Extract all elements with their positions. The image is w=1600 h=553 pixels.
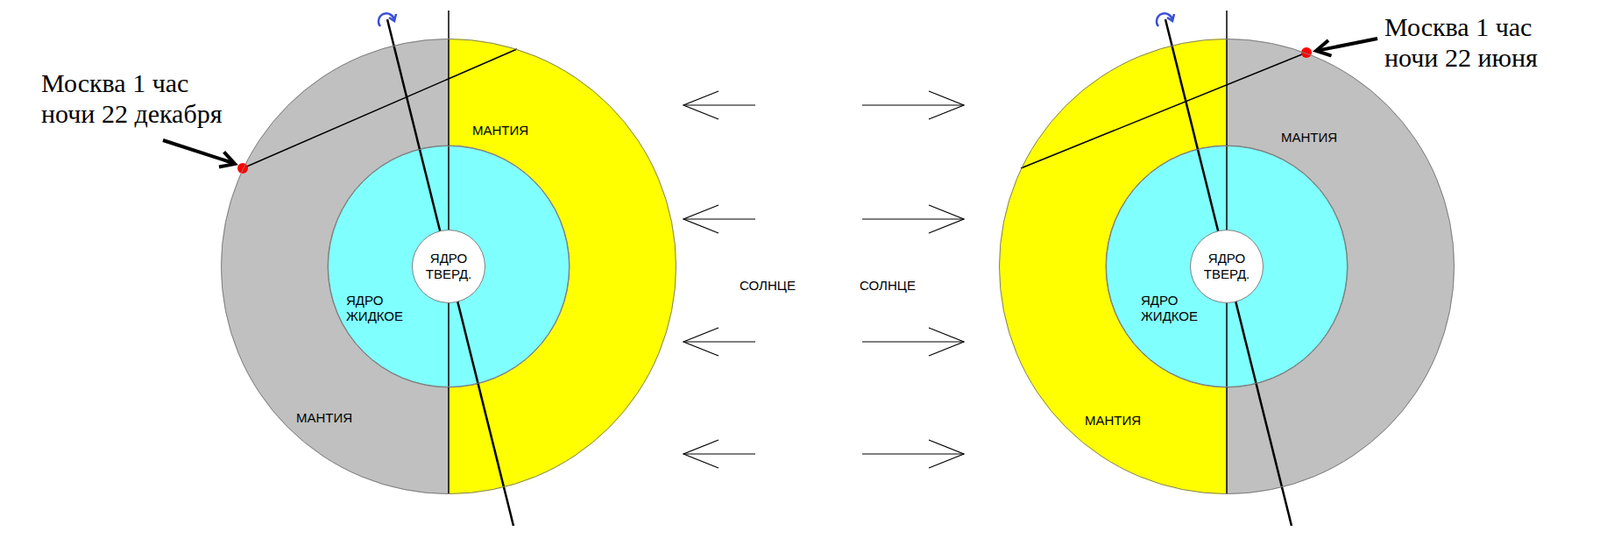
rotation-arrow-head	[389, 14, 397, 22]
rotation-axis	[387, 19, 514, 526]
ray	[683, 453, 756, 454]
latitude-chord	[242, 49, 517, 169]
ray	[683, 218, 756, 220]
solid-core-circle-shape	[412, 230, 486, 304]
ray-head	[928, 327, 964, 356]
rotation-arrow-head	[1167, 14, 1175, 22]
layer-name: МАНТИЯ	[472, 122, 529, 139]
moscow-dot	[1301, 47, 1312, 58]
callout-arrow-head	[219, 151, 235, 167]
ray-head	[683, 327, 719, 356]
layer-name: ЯДРО ТВЕРД.	[1193, 250, 1261, 283]
sun-label: СОЛНЦЕ	[739, 277, 796, 294]
mantle-circle-shape	[999, 39, 1455, 495]
ray-head	[683, 205, 719, 234]
callout-arrow	[162, 140, 234, 163]
layer-name: МАНТИЯ	[1084, 412, 1141, 429]
callout-arrow-head	[1316, 40, 1332, 57]
ray	[862, 340, 964, 342]
ray	[862, 104, 964, 106]
ray-head	[928, 205, 964, 234]
layer-name: ЯДРО ЖИДКОЕ	[1140, 292, 1208, 325]
ray	[683, 340, 756, 342]
layer-name: ЯДРО ЖИДКОЕ	[346, 292, 413, 325]
ray-head	[928, 439, 964, 468]
ray-head	[683, 91, 719, 120]
mantle-circle-shape	[221, 39, 677, 495]
mantle-circle: МАНТИЯ МАНТИЯ ЯДРО ЖИДКОЕ ЯДРО ТВЕРД.	[998, 38, 1455, 495]
liquid-core-circle: ЯДРО ЖИДКОЕЯДРО ТВЕРД.	[327, 145, 570, 388]
latitude-chord	[1020, 52, 1307, 169]
ray-head	[928, 91, 964, 120]
layer-name: ЯДРО ТВЕРД.	[415, 250, 482, 283]
earth-left	[162, 10, 677, 526]
moscow-dot	[237, 162, 248, 174]
rotation-axis	[1165, 19, 1292, 526]
layer-name: МАНТИЯ	[296, 410, 353, 426]
ray	[683, 104, 756, 106]
sun-label: СОЛНЦЕ	[859, 277, 916, 294]
liquid-core-circle: ЯДРО ЖИДКОЕ ЯДРО ТВЕРД.	[1105, 145, 1348, 388]
ray	[862, 453, 964, 454]
liquid-core-circle-shape	[1106, 146, 1348, 388]
liquid-core-circle-shape	[328, 146, 570, 388]
ray-head	[683, 439, 719, 468]
solid-core-circle: ЯДРО ТВЕРД.	[1189, 229, 1264, 304]
mantle-circle: МАНТИЯ МАНТИЯ ЯДРО ЖИДКОЕЯДРО ТВЕРД.	[220, 38, 677, 495]
callout-text: Москва 1 час ночи 22 июня	[1384, 12, 1595, 73]
solid-core-circle: ЯДРО ТВЕРД.	[411, 229, 486, 304]
callout-text: Москва 1 час ночи 22 декабря	[41, 68, 287, 129]
solid-core-circle-shape	[1190, 230, 1264, 304]
layer-name: МАНТИЯ	[1281, 129, 1338, 146]
ray	[862, 218, 964, 220]
earth-right	[998, 10, 1455, 526]
